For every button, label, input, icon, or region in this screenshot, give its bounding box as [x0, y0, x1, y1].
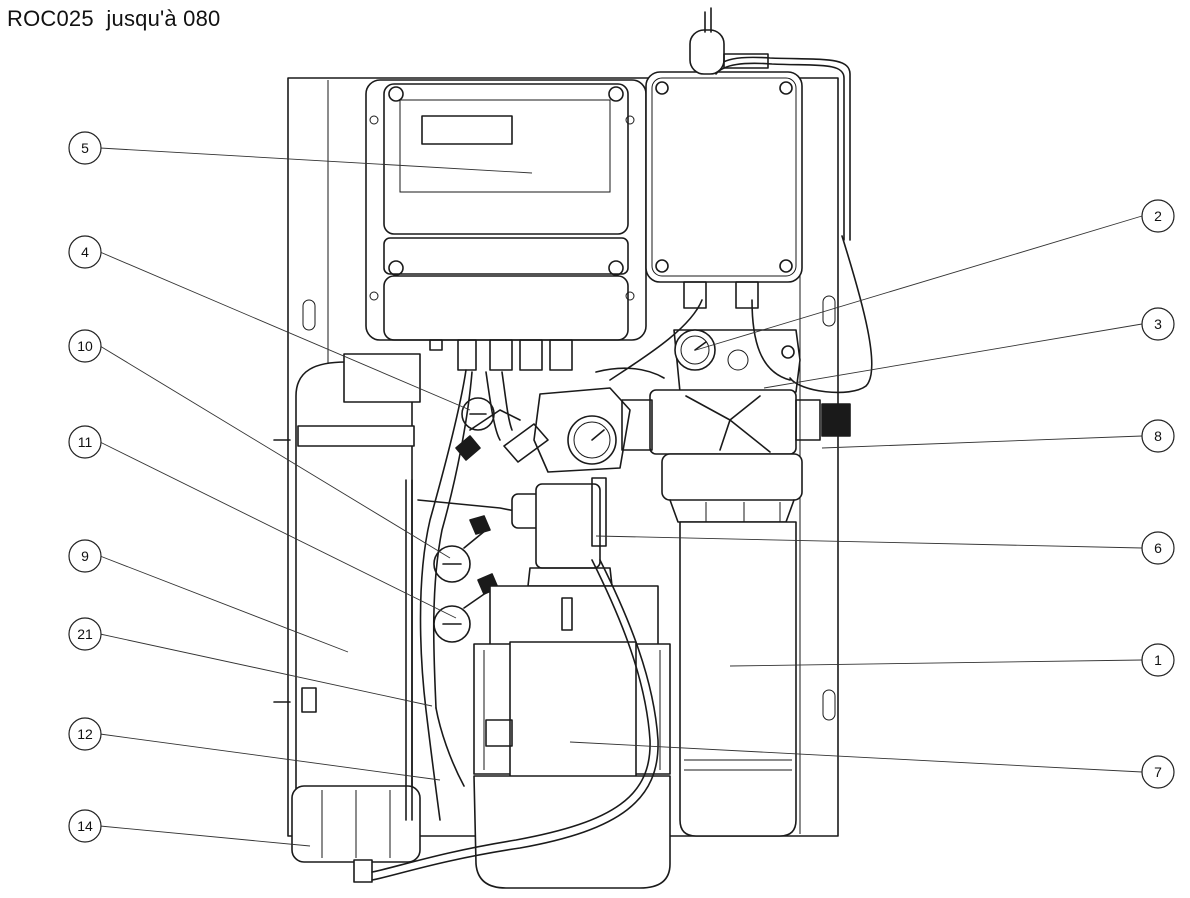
- callout-4: 4: [68, 235, 102, 269]
- callout-label-8: 8: [1154, 428, 1162, 444]
- leader-1: [729, 659, 1143, 667]
- callout-label-5: 5: [81, 140, 89, 156]
- callout-11: 11: [68, 425, 102, 459]
- callout-label-4: 4: [81, 244, 89, 260]
- pressure-reducer: [503, 367, 665, 473]
- leader-2: [695, 215, 1143, 351]
- callout-2: 2: [1141, 199, 1175, 233]
- leader-11: [99, 441, 457, 619]
- leader-10: [99, 345, 451, 559]
- callout-9: 9: [68, 539, 102, 573]
- callout-10: 10: [68, 329, 102, 363]
- mounting-slot-lower-right: [822, 689, 836, 721]
- leader-lines: [99, 147, 1143, 847]
- callout-label-21: 21: [77, 626, 93, 642]
- callout-7: 7: [1141, 755, 1175, 789]
- callout-label-10: 10: [77, 338, 93, 354]
- filter-bowl: [679, 521, 797, 837]
- leader-8: [821, 435, 1143, 449]
- leader-6: [595, 535, 1143, 549]
- leader-14: [99, 825, 311, 847]
- controller-display: [421, 115, 513, 145]
- callout-21: 21: [68, 617, 102, 651]
- tubing: [371, 369, 659, 881]
- callout-label-14: 14: [77, 818, 93, 834]
- callout-label-12: 12: [77, 726, 93, 742]
- callout-12: 12: [68, 717, 102, 751]
- leader-7: [569, 741, 1143, 773]
- mounting-slot-upper-left: [302, 299, 316, 331]
- callout-label-3: 3: [1154, 316, 1162, 332]
- callout-label-11: 11: [78, 434, 93, 450]
- page-title: ROC025 jusqu'à 080: [7, 6, 221, 31]
- callout-3: 3: [1141, 307, 1175, 341]
- callout-6: 6: [1141, 531, 1175, 565]
- pre-filter-housing: [649, 389, 851, 837]
- controller-housing: [365, 79, 647, 371]
- pump-body: [473, 775, 671, 889]
- flow-valves: [417, 397, 559, 643]
- leader-5: [99, 147, 533, 174]
- callout-1: 1: [1141, 643, 1175, 677]
- mounting-slot-upper-right: [822, 295, 836, 327]
- callout-label-7: 7: [1154, 764, 1162, 780]
- callout-5: 5: [68, 131, 102, 165]
- leader-12: [99, 733, 441, 781]
- callout-label-9: 9: [81, 548, 89, 564]
- callout-label-6: 6: [1154, 540, 1162, 556]
- pressure-switch-assembly: [609, 299, 801, 393]
- leader-4: [99, 251, 471, 411]
- callout-8: 8: [1141, 419, 1175, 453]
- leader-3: [763, 323, 1143, 389]
- leader-21: [99, 633, 433, 707]
- power-plug: [689, 29, 725, 75]
- callout-label-2: 2: [1154, 208, 1162, 224]
- junction-box: [645, 7, 873, 394]
- leader-9: [99, 555, 349, 653]
- callout-14: 14: [68, 809, 102, 843]
- callout-label-1: 1: [1154, 652, 1162, 668]
- membrane-vessel: [273, 353, 421, 883]
